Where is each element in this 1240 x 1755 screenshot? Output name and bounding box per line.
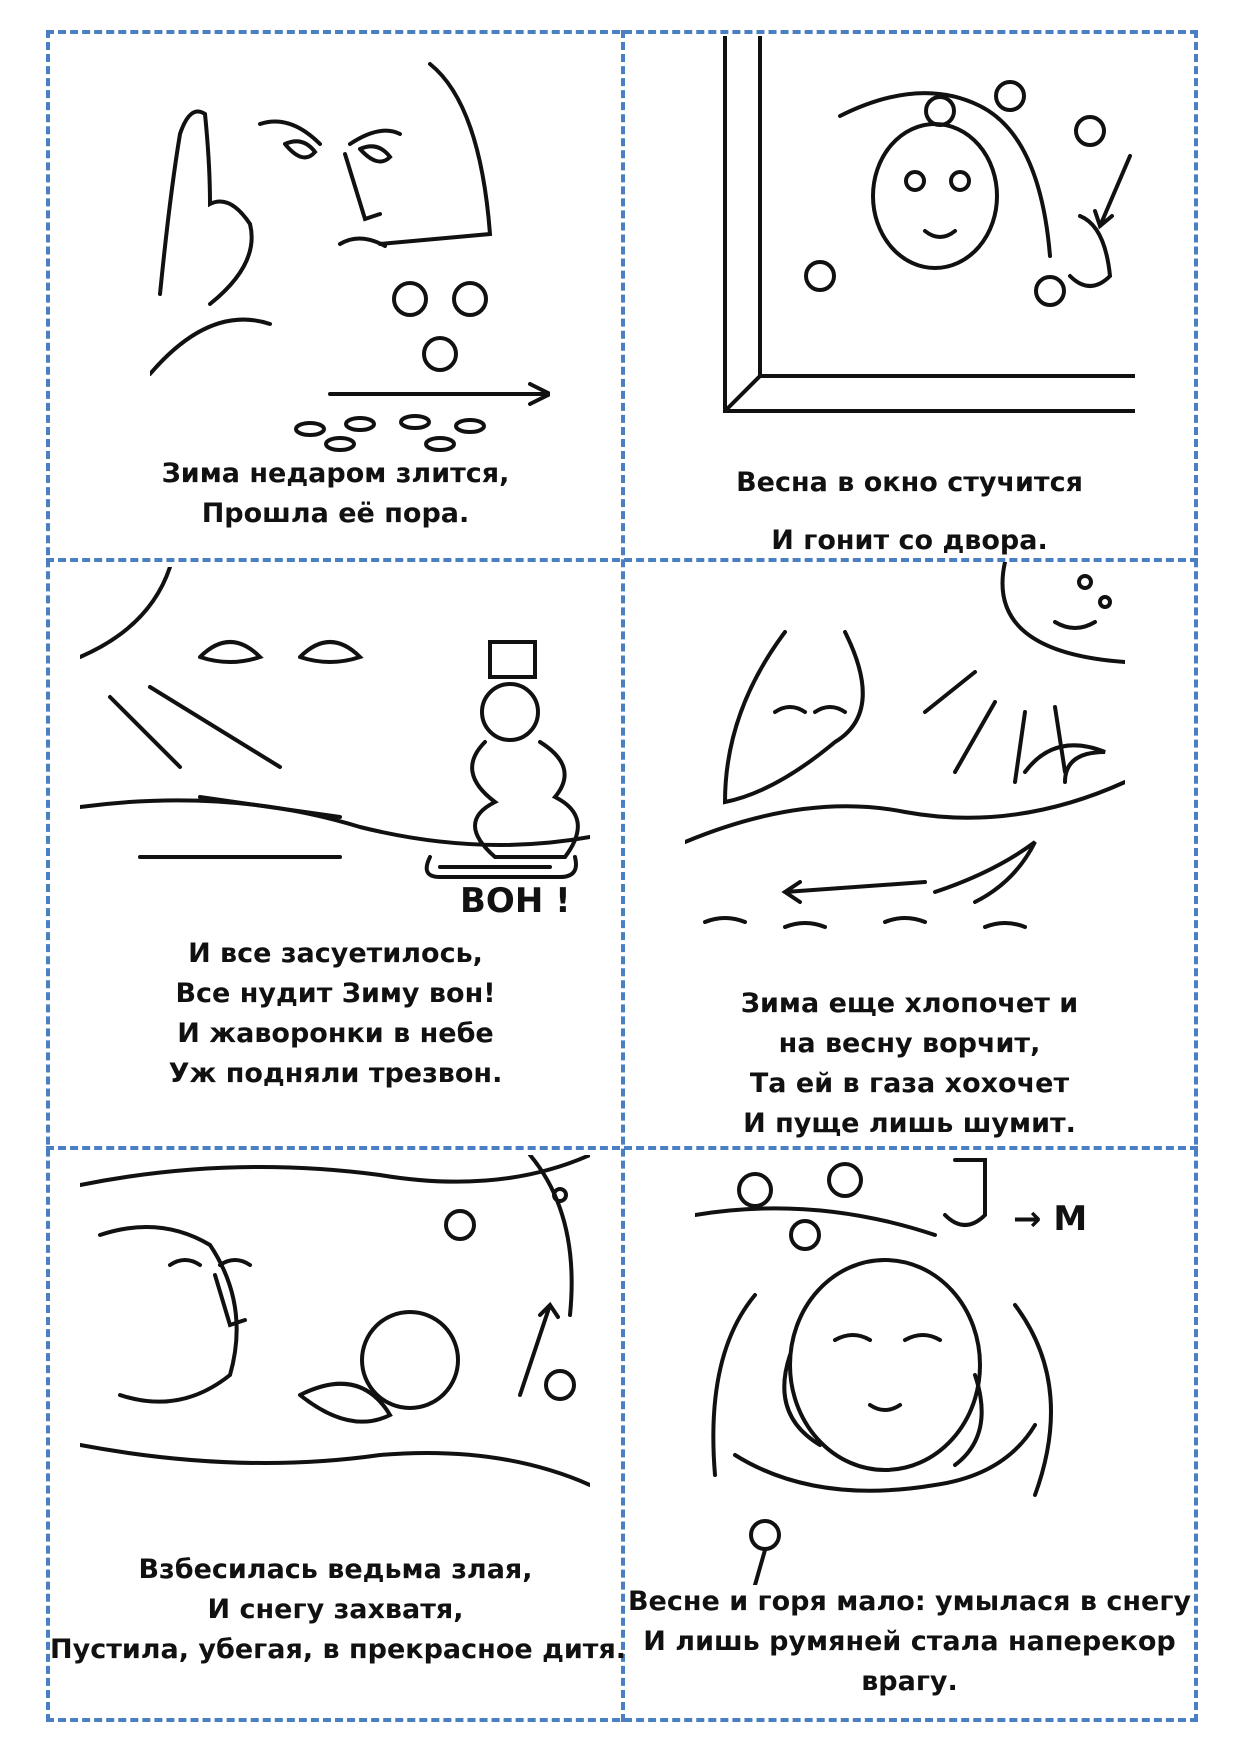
verse-4: Зима еще хлопочет и на весну ворчит, Та … xyxy=(740,988,1079,1139)
verse-1: Зима недаром злится, Прошла её пора. xyxy=(161,458,510,529)
panel-3: ВОН ! И все засуетилось, Все нудит Зиму … xyxy=(50,562,621,1146)
verse-6: Весне и горя мало: умылася в снегу И лиш… xyxy=(627,1586,1192,1697)
svg-text:→ М: → М xyxy=(1013,1199,1087,1239)
row-divider-2 xyxy=(46,1146,1198,1150)
verse-2: Весна в окно стучится И гонит со двора. xyxy=(736,467,1083,556)
panel-6: → М Весне и горя мало: умылася в снегу И… xyxy=(625,1150,1194,1718)
angry-winter-face-icon xyxy=(150,44,550,464)
spring-face-with-flowers-icon: → М xyxy=(695,1155,1125,1585)
winter-and-sun-over-waves-icon xyxy=(685,562,1125,962)
panel-4: Зима еще хлопочет и на весну ворчит, Та … xyxy=(625,562,1194,1146)
verse-5: Взбесилась ведьма злая, И снегу захватя,… xyxy=(50,1554,627,1665)
panel-2: Весна в окно стучится И гонит со двора. xyxy=(625,34,1194,558)
winter-throwing-snowball-icon xyxy=(80,1155,590,1545)
spring-face-in-window-icon xyxy=(720,36,1135,431)
svg-text:ВОН !: ВОН ! xyxy=(460,881,571,921)
panel-5: Взбесилась ведьма злая, И снегу захватя,… xyxy=(50,1150,627,1718)
snowman-on-sled-with-birds-icon: ВОН ! xyxy=(80,567,590,932)
column-divider xyxy=(621,30,625,1722)
row-divider-1 xyxy=(46,558,1198,562)
verse-3: И все засуетилось, Все нудит Зиму вон! И… xyxy=(168,938,503,1089)
panel-1: Зима недаром злится, Прошла её пора. xyxy=(50,34,621,558)
